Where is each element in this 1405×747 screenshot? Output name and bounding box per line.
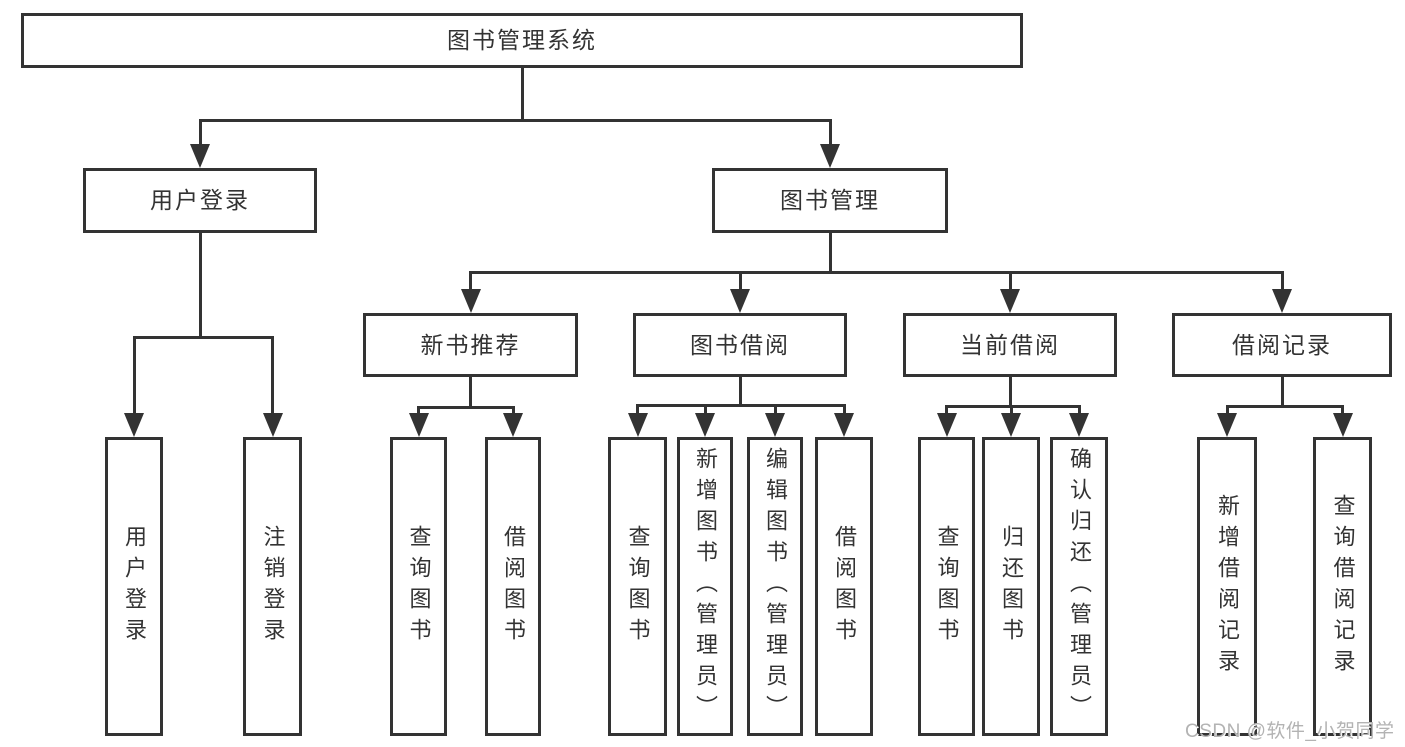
node-label-leaf-edit-book: 编辑图书（管理员）: [763, 447, 788, 726]
edge-stub-root: [520, 68, 524, 122]
edge-drop-leaf-query-record: [1341, 406, 1344, 415]
node-label-book-borrow: 图书借阅: [690, 331, 790, 358]
edge-stub-book-borrow: [738, 377, 742, 407]
node-label-leaf-confirm-return: 确认归还（管理员）: [1067, 447, 1092, 726]
csdn-watermark: CSDN @软件_小贺同学: [1185, 721, 1395, 742]
edge-drop-book-borrow: [738, 272, 742, 291]
edge-stub-borrow-records: [1280, 377, 1284, 408]
node-leaf-query-book-1: 查询图书: [390, 437, 447, 736]
node-label-root: 图书管理系统: [447, 27, 597, 53]
edge-stub-current-borrow: [1008, 377, 1012, 408]
edge-bar-user-login: [132, 335, 274, 339]
edge-drop-leaf-query-book-1: [417, 407, 420, 415]
node-label-leaf-borrow-book-1: 借阅图书: [501, 524, 526, 649]
edge-stub-user-login: [198, 233, 202, 339]
edge-drop-leaf-query-book-2: [636, 405, 639, 415]
node-book-mgmt: 图书管理: [712, 168, 948, 233]
node-leaf-return-book: 归还图书: [982, 437, 1040, 736]
arrowhead-leaf-add-book: [695, 413, 715, 437]
node-leaf-add-record: 新增借阅记录: [1197, 437, 1257, 736]
node-label-leaf-add-book: 新增图书（管理员）: [693, 447, 718, 726]
node-user-login: 用户登录: [83, 168, 317, 233]
arrowhead-leaf-add-record: [1217, 413, 1237, 437]
arrowhead-leaf-user-login: [124, 413, 144, 437]
edge-drop-leaf-user-login: [132, 337, 136, 415]
node-leaf-confirm-return: 确认归还（管理员）: [1050, 437, 1108, 736]
edge-drop-current-borrow: [1008, 272, 1012, 291]
node-book-borrow: 图书借阅: [633, 313, 847, 377]
edge-drop-leaf-return-book: [1009, 406, 1013, 415]
node-label-borrow-records: 借阅记录: [1232, 331, 1332, 358]
node-label-user-login: 用户登录: [150, 187, 250, 213]
node-current-borrow: 当前借阅: [903, 313, 1117, 377]
node-leaf-query-book-3: 查询图书: [918, 437, 975, 736]
node-label-leaf-borrow-book-2: 借阅图书: [832, 524, 857, 649]
edge-drop-leaf-logout: [271, 337, 274, 415]
node-label-new-book-rec: 新书推荐: [420, 331, 521, 358]
node-leaf-user-login: 用户登录: [105, 437, 163, 736]
edge-drop-leaf-query-book-3: [945, 406, 948, 415]
node-leaf-borrow-book-2: 借阅图书: [815, 437, 873, 736]
edge-bar-new-book-rec: [417, 405, 515, 409]
node-label-leaf-query-book-3: 查询图书: [934, 524, 960, 649]
node-label-leaf-query-record: 查询借阅记录: [1330, 493, 1356, 680]
edge-bar-root: [198, 118, 832, 122]
arrowhead-leaf-query-record: [1332, 413, 1353, 437]
node-leaf-edit-book: 编辑图书（管理员）: [747, 437, 803, 736]
node-label-leaf-user-login: 用户登录: [122, 524, 147, 649]
edge-bar-current-borrow: [945, 404, 1081, 408]
edge-drop-borrow-records: [1280, 272, 1284, 291]
arrowhead-leaf-borrow-book-2: [834, 413, 854, 437]
arrowhead-leaf-logout: [262, 413, 283, 437]
edge-drop-new-book-rec: [469, 272, 472, 291]
arrowhead-leaf-edit-book: [765, 413, 785, 437]
arrowhead-book-borrow: [730, 289, 750, 313]
node-leaf-query-record: 查询借阅记录: [1313, 437, 1372, 736]
edge-drop-leaf-borrow-book-2: [842, 405, 846, 415]
node-new-book-rec: 新书推荐: [363, 313, 578, 377]
node-leaf-query-book-2: 查询图书: [608, 437, 667, 736]
edge-stub-new-book-rec: [469, 377, 472, 409]
edge-stub-book-mgmt: [828, 233, 832, 274]
edge-drop-leaf-edit-book: [773, 405, 777, 415]
arrowhead-new-book-rec: [460, 289, 481, 313]
arrowhead-leaf-return-book: [1001, 413, 1021, 437]
node-label-leaf-return-book: 归还图书: [999, 524, 1024, 649]
node-label-leaf-query-book-2: 查询图书: [625, 524, 651, 649]
arrowhead-leaf-confirm-return: [1069, 413, 1089, 437]
edge-drop-leaf-borrow-book-1: [511, 407, 515, 415]
edge-drop-book-mgmt: [828, 120, 832, 146]
arrowhead-borrow-records: [1272, 289, 1292, 313]
arrowhead-book-mgmt: [820, 144, 840, 168]
arrowhead-leaf-query-book-3: [936, 413, 957, 437]
arrowhead-leaf-query-book-2: [627, 413, 648, 437]
edge-bar-book-borrow: [636, 403, 846, 407]
edge-drop-leaf-add-book: [703, 405, 707, 415]
edge-bar-borrow-records: [1225, 404, 1344, 408]
arrowhead-current-borrow: [1000, 289, 1020, 313]
arrowhead-leaf-query-book-1: [408, 413, 429, 437]
node-label-current-borrow: 当前借阅: [960, 331, 1060, 358]
node-leaf-logout: 注销登录: [243, 437, 302, 736]
edge-drop-user-login: [198, 120, 202, 146]
node-label-book-mgmt: 图书管理: [780, 187, 880, 213]
node-leaf-borrow-book-1: 借阅图书: [485, 437, 541, 736]
node-leaf-add-book: 新增图书（管理员）: [677, 437, 733, 736]
node-label-leaf-logout: 注销登录: [260, 524, 286, 649]
edge-drop-leaf-confirm-return: [1077, 406, 1081, 415]
node-label-leaf-add-record: 新增借阅记录: [1215, 493, 1240, 680]
edge-drop-leaf-add-record: [1225, 406, 1229, 415]
node-root: 图书管理系统: [21, 13, 1023, 68]
node-label-leaf-query-book-1: 查询图书: [406, 524, 432, 649]
arrowhead-leaf-borrow-book-1: [503, 413, 523, 437]
edge-bar-book-mgmt: [469, 270, 1284, 274]
node-borrow-records: 借阅记录: [1172, 313, 1392, 377]
arrowhead-user-login: [190, 144, 210, 168]
